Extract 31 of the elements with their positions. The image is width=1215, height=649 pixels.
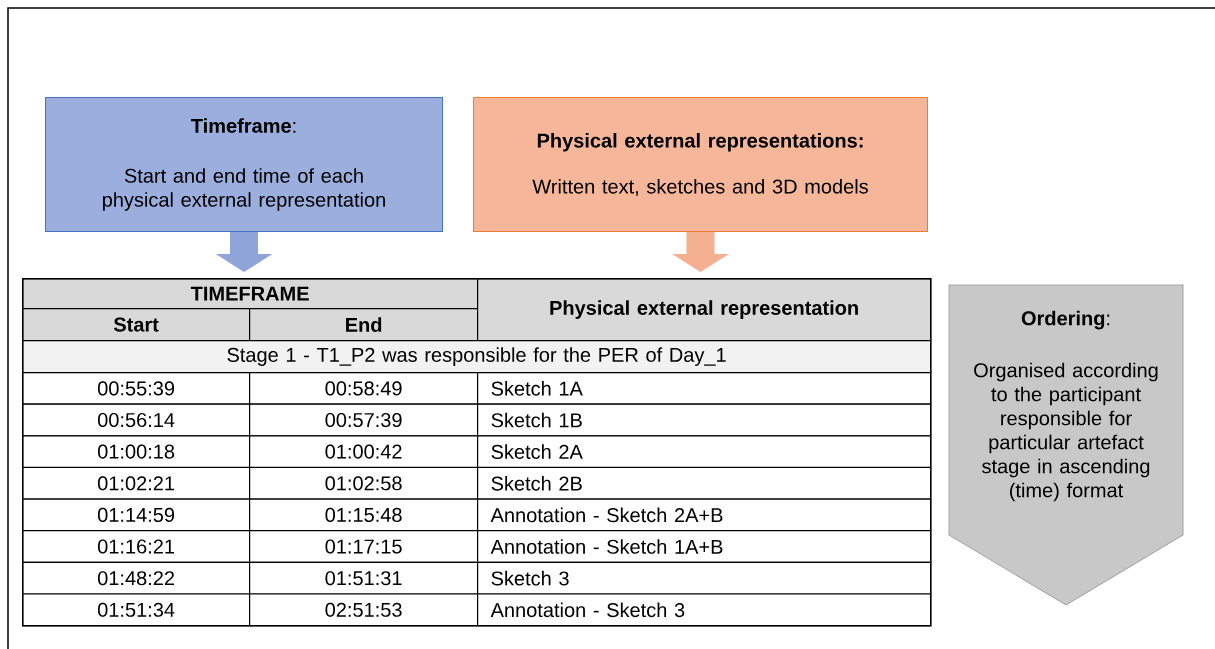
table-cell: 01:16:21 [22,530,251,563]
table-cell: 01:15:48 [249,498,479,532]
table-cell: 01:02:21 [22,466,251,500]
table-cell: 02:51:53 [249,593,479,627]
table-cell: Annotation - Sketch 2A+B [477,498,932,532]
table [22,278,932,627]
table-cell: 00:55:39 [22,372,251,405]
table-cell: 01:48:22 [22,561,251,595]
text-box: Physical external representations: Written text, sketches and 3D models [473,97,928,232]
table-cell: Start [22,308,251,342]
table-cell: 01:51:34 [22,593,251,627]
text-box: Timeframe: Start and end time of each physical external representation [45,97,443,232]
table-cell: Sketch 1B [477,403,932,437]
table-cell: Sketch 1A [477,372,932,405]
table-cell: Annotation - Sketch 3 [477,593,932,627]
table-cell: 01:02:58 [249,466,479,500]
table-cell: 00:56:14 [22,403,251,437]
table-cell: 01:00:42 [249,435,479,468]
table-cell: 01:17:15 [249,530,479,563]
table-cell: Sketch 2A [477,435,932,468]
table-cell: 01:51:31 [249,561,479,595]
table-cell: 01:00:18 [22,435,251,468]
table-cell: Annotation - Sketch 1A+B [477,530,932,563]
table-cell: 00:57:39 [249,403,479,437]
table-cell: End [249,308,479,342]
table-cell: Sketch 3 [477,561,932,595]
table-cell: Sketch 2B [477,466,932,500]
table-cell: 00:58:49 [249,372,479,405]
table-cell: TIMEFRAME [22,278,479,310]
table-cell: 01:14:59 [22,498,251,532]
table-cell: Stage 1 - T1_P2 was responsible for the PER of Day_1 [22,340,932,374]
